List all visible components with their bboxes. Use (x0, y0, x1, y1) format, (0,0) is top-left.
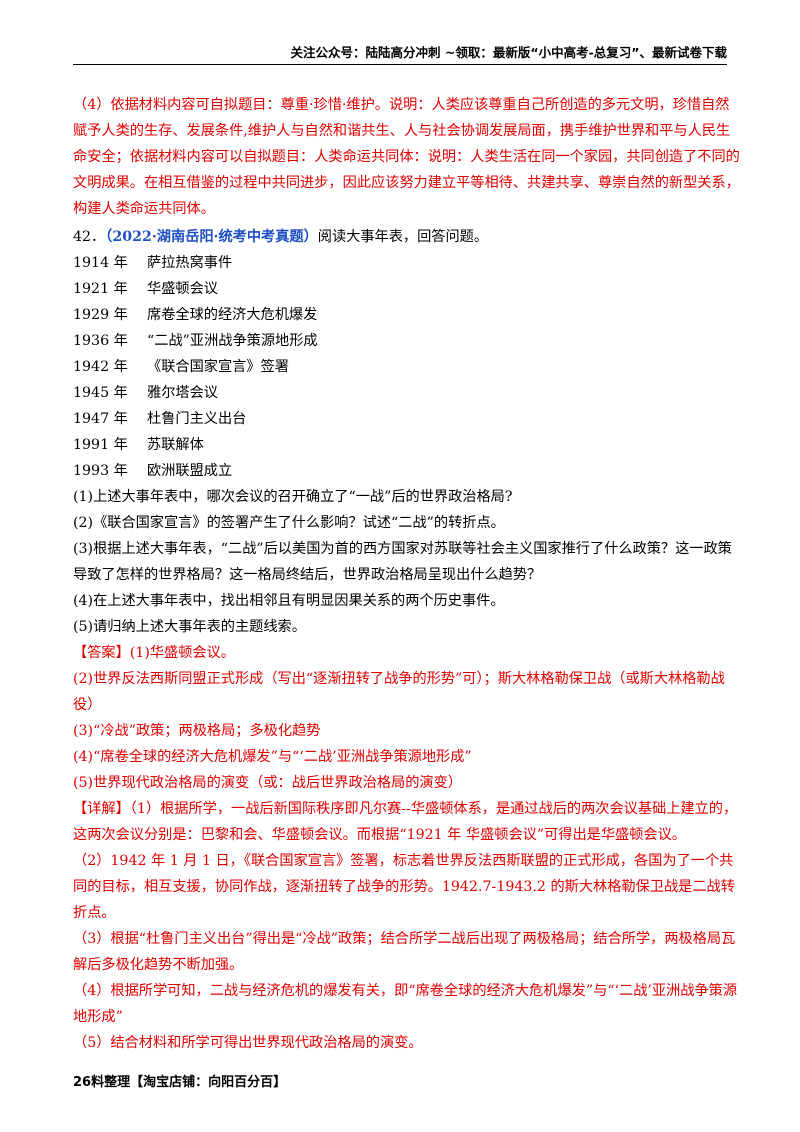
timeline-table: 1914 年 萨拉热窝事件 1921 年 华盛顿会议 1929 年 席卷全球的经济大危… (73, 250, 740, 484)
previous-answer-paragraph: （4）依据材料内容可自拟题目：尊重·珍惜·维护。说明：人类应该尊重自己所创造的多… (73, 97, 740, 217)
page-footer: 26料整理【淘宝店铺：向阳百分百】 (73, 1075, 287, 1090)
timeline-row: 1993 年 欧洲联盟成立 (73, 458, 740, 484)
timeline-year: 1993 年 (73, 463, 128, 479)
question-source: （2022·湖南岳阳·统考中考真题） (105, 229, 318, 245)
sub-question-1: (1)上述大事年表中，哪次会议的召开确立了“一战”后的世界政治格局? (73, 489, 513, 505)
timeline-event: 华盛顿会议 (147, 281, 218, 297)
timeline-row: 1942 年 《联合国家宣言》签署 (73, 354, 740, 380)
timeline-row: 1945 年 雅尔塔会议 (73, 380, 740, 406)
timeline-year: 1991 年 (73, 437, 128, 453)
timeline-row: 1991 年 苏联解体 (73, 432, 740, 458)
answer-item: (4)“席卷全球的经济大危机爆发”与“‘二战’亚洲战争策源地形成” (73, 749, 472, 765)
analysis-item: （2）1942 年 1 月 1 日，《联合国家宣言》签署，标志着世界反法西斯联盟… (73, 853, 735, 921)
page-header: 关注公众号：陆陆高分冲刺 ~领取：最新版“小中高考-总复习”、最新试卷下载 (73, 42, 727, 65)
analysis-line-1: 【详解】（1）根据所学，一战后新国际秩序即凡尔赛--华盛顿体系，是通过战后的两次… (73, 796, 740, 848)
timeline-year: 1936 年 (73, 333, 128, 349)
timeline-year: 1942 年 (73, 359, 128, 375)
timeline-event: 雅尔塔会议 (147, 385, 218, 401)
timeline-row: 1921 年 华盛顿会议 (73, 276, 740, 302)
page-content: （4）依据材料内容可自拟题目：尊重·珍惜·维护。说明：人类应该尊重自己所创造的多… (73, 92, 740, 1056)
timeline-row: 1947 年 杜鲁门主义出台 (73, 406, 740, 432)
sub-question-5: (5)请归纳上述大事年表的主题线索。 (73, 619, 306, 635)
timeline-event: 萨拉热窝事件 (147, 255, 233, 271)
timeline-event: 苏联解体 (147, 437, 204, 453)
question-heading: 42．（2022·湖南岳阳·统考中考真题）阅读大事年表，回答问题。 (73, 224, 740, 250)
answer-item: (1)华盛顿会议。 (129, 645, 235, 661)
sub-question-2: (2)《联合国家宣言》的签署产生了什么影响？试述“二战”的转折点。 (73, 515, 505, 531)
question-prompt: 阅读大事年表，回答问题。 (317, 229, 489, 245)
answer-item: (3)“冷战”政策；两极格局；多极化趋势 (73, 723, 321, 739)
analysis-label: 【详解】 (73, 801, 130, 817)
analysis-item: （1）根据所学，一战后新国际秩序即凡尔赛--华盛顿体系，是通过战后的两次会议基础… (73, 801, 738, 843)
timeline-row: 1914 年 萨拉热窝事件 (73, 250, 740, 276)
analysis-item: （3）根据“杜鲁门主义出台”得出是“冷战”政策；结合所学二战后出现了两极格局；结… (73, 931, 736, 973)
analysis-item: （4）根据所学可知，二战与经济危机的爆发有关，即“席卷全球的经济大危机爆发”与“… (73, 983, 738, 1025)
timeline-event: 欧洲联盟成立 (147, 463, 233, 479)
timeline-row: 1936 年 “二战”亚洲战争策源地形成 (73, 328, 740, 354)
answer-item: (5)世界现代政治格局的演变（或：战后世界政治格局的演变） (73, 775, 462, 791)
timeline-event: 席卷全球的经济大危机爆发 (147, 307, 318, 323)
timeline-event: 《联合国家宣言》签署 (147, 359, 289, 375)
sub-question-3: (3)根据上述大事年表，“二战”后以美国为首的西方国家对苏联等社会主义国家推行了… (73, 541, 732, 583)
sub-question-4: (4)在上述大事年表中，找出相邻且有明显因果关系的两个历史事件。 (73, 593, 505, 609)
timeline-event: 杜鲁门主义出台 (147, 411, 247, 427)
timeline-year: 1914 年 (73, 255, 128, 271)
answer-item: (2)世界反法西斯同盟正式形成（写出“逐渐扭转了战争的形势”可）；斯大林格勒保卫… (73, 671, 725, 713)
timeline-year: 1947 年 (73, 411, 128, 427)
timeline-year: 1921 年 (73, 281, 128, 297)
timeline-year: 1945 年 (73, 385, 128, 401)
timeline-event: “二战”亚洲战争策源地形成 (147, 333, 318, 349)
analysis-item: （5）结合材料和所学可得出世界现代政治格局的演变。 (73, 1035, 423, 1051)
timeline-year: 1929 年 (73, 307, 128, 323)
timeline-row: 1929 年 席卷全球的经济大危机爆发 (73, 302, 740, 328)
answer-line-1: 【答案】(1)华盛顿会议。 (73, 640, 740, 666)
answer-label: 【答案】 (73, 645, 130, 661)
question-number: 42． (73, 229, 106, 245)
